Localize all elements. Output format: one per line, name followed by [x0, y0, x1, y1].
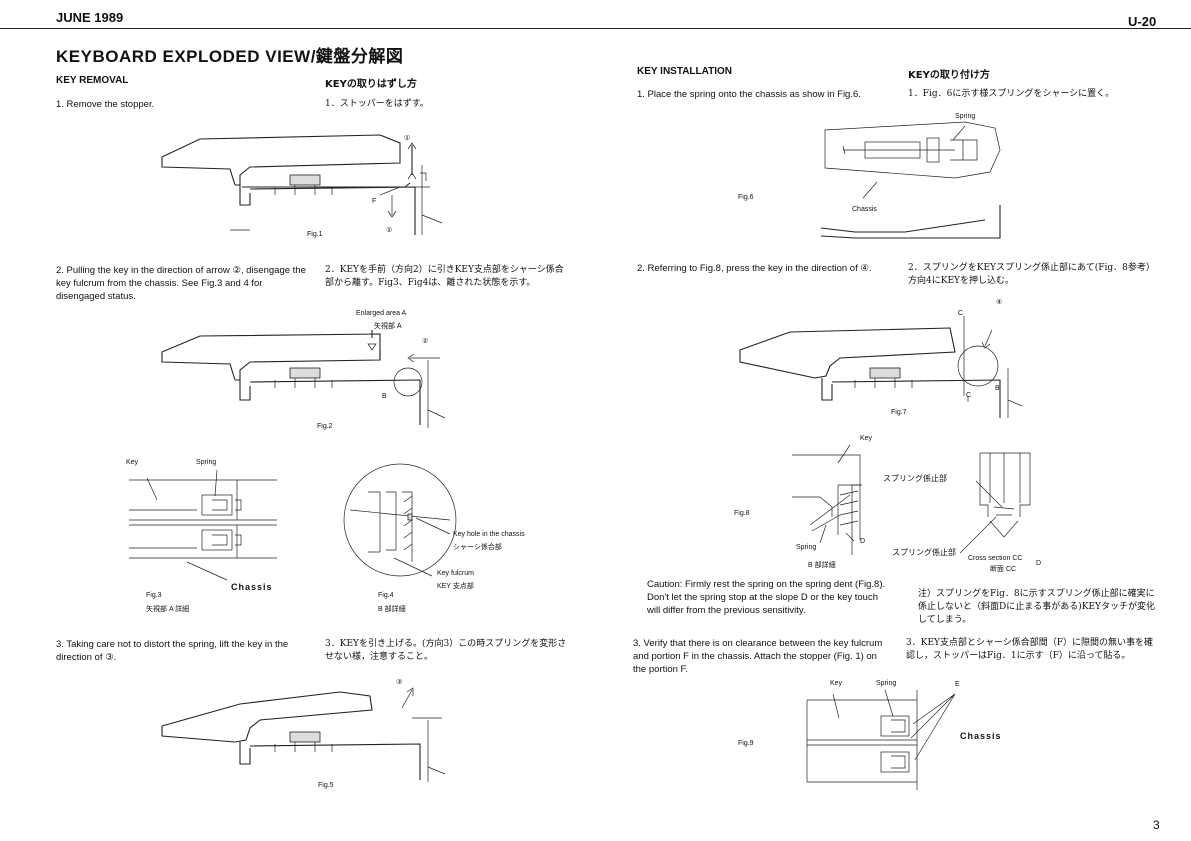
- install-step1-jp: 1．Fig．6に示す様スプリングをシャーシに置く。: [908, 89, 1115, 99]
- header-date: JUNE 1989: [56, 10, 124, 25]
- fig7-label-C1: C: [958, 310, 964, 317]
- fig7-caption: Fig.7: [891, 409, 907, 416]
- fig8-sub: B 部詳細: [808, 562, 836, 569]
- removal-step2-jp: 2．KEYを手前（方向2）に引きKEY支点部をシャーシ係合部から離す。Fig3、…: [325, 265, 564, 288]
- fig1-label-1a: ①: [404, 135, 411, 142]
- fig6-spring-label: Spring: [955, 113, 976, 120]
- fig1-caption: Fig.1: [307, 231, 323, 238]
- header-page-code: U-20: [1128, 14, 1157, 29]
- install-step2: 2. Referring to Fig.8, press the key in …: [637, 263, 872, 274]
- install-step1: 1. Place the spring onto the chassis as …: [637, 89, 861, 100]
- key-installation-heading-jp: KEYの取り付け方: [908, 70, 990, 81]
- key-installation-heading: KEY INSTALLATION: [637, 66, 732, 77]
- removal-step2: 2. Pulling the key in the direction of a…: [56, 265, 306, 302]
- fig2-enlarged: Enlarged area A: [356, 310, 407, 317]
- fig8-key-label: Key: [860, 435, 873, 442]
- fig7-arrow-label: ④: [996, 299, 1003, 306]
- fig6-drawing: [820, 121, 1001, 239]
- fig2-caption: Fig.2: [317, 423, 333, 430]
- fig9-drawing: [806, 689, 956, 790]
- fig8-caption: Fig.8: [734, 510, 750, 517]
- fig3-sub: 矢視部 A 詳細: [146, 606, 190, 613]
- fig3-key-label: Key: [126, 459, 139, 466]
- page-title: KEYBOARD EXPLODED VIEW/鍵盤分解図: [56, 47, 404, 66]
- fig9-caption: Fig.9: [738, 740, 754, 747]
- fig2-arrow-label: ②: [422, 338, 429, 345]
- fig6-chassis-label: Chassis: [852, 206, 877, 213]
- key-removal-heading-jp: KEYの取りはずし方: [325, 79, 417, 90]
- fig8-stop-jp1: スプリング係止部: [883, 474, 947, 483]
- fig2-enlarged-jp: 矢視部 A: [374, 323, 402, 330]
- fig4-fulcrum-jp: KEY 支点部: [437, 583, 474, 590]
- fig8-cross: Cross section CC: [968, 555, 1023, 562]
- fig8-stop-jp2: スプリング係止部: [892, 548, 956, 557]
- fig2-drawing: [161, 330, 446, 428]
- fig5-caption: Fig.5: [318, 782, 334, 789]
- fig4-drawing: [343, 463, 457, 577]
- fig8-spring-label: Spring: [796, 544, 817, 551]
- fig1-drawing: [161, 134, 443, 235]
- page-number: 3: [1153, 818, 1160, 832]
- fig4-keyhole-jp: シャーシ係合部: [453, 544, 502, 551]
- fig2-label-B: B: [382, 393, 387, 400]
- key-removal-heading: KEY REMOVAL: [56, 75, 129, 86]
- fig8-D2: D: [1036, 560, 1042, 567]
- fig9-E-label: E: [955, 681, 960, 688]
- removal-step1-jp: 1．ストッパーをはずす。: [325, 99, 429, 109]
- fig6-caption: Fig.6: [738, 194, 754, 201]
- fig1-label-F: F: [372, 198, 377, 205]
- caution-text-jp: 注）スプリングをFig．8に示すスプリング係止部に確実に係止しないと（斜面Dに止…: [918, 589, 1155, 625]
- header-rule: [0, 28, 1191, 29]
- fig3-drawing: [129, 469, 277, 581]
- removal-step3: 3. Taking care not to distort the spring…: [56, 639, 289, 663]
- fig5-arrow-label: ③: [396, 679, 403, 686]
- fig4-sub: B 部詳細: [378, 606, 406, 613]
- fig9-key-label: Key: [830, 680, 843, 687]
- fig8-cross-jp: 断面 CC: [990, 566, 1017, 573]
- install-step2-jp: 2．スプリングをKEYスプリング係止部にあて(Fig．8参考）方向4にKEYを押…: [908, 263, 1155, 286]
- fig7-drawing: [739, 316, 1023, 418]
- fig4-keyhole: Key hole in the chassis: [453, 531, 525, 538]
- fig7-label-B: B: [995, 385, 1000, 392]
- fig1-label-1b: ①: [386, 227, 393, 234]
- removal-step1: 1. Remove the stopper.: [56, 99, 155, 110]
- caution-text: Caution: Firmly rest the spring on the s…: [647, 579, 886, 616]
- fig8-D1: D: [860, 538, 866, 545]
- fig9-chassis-label: Chassis: [960, 731, 1002, 741]
- fig3-chassis-label: Chassis: [231, 582, 273, 592]
- fig3-spring-label: Spring: [196, 459, 217, 466]
- fig8-drawing: [792, 444, 1031, 555]
- fig9-spring-label: Spring: [876, 680, 897, 687]
- install-step3: 3. Verify that there is on clearance bet…: [633, 638, 883, 675]
- fig7-label-C2: C: [966, 392, 972, 399]
- fig4-fulcrum: Key fulcrum: [437, 570, 474, 577]
- fig3-caption: Fig.3: [146, 592, 162, 599]
- removal-step3-jp: 3．KEYを引き上げる。(方向3）この時スプリングを変形させない様，注意すること…: [325, 639, 567, 662]
- fig4-caption: Fig.4: [378, 592, 394, 599]
- fig5-drawing: [161, 687, 446, 782]
- install-step3-jp: 3．KEY支点部とシャーシ係合部間（F）に隙間の無い事を確認し，ストッパーはFi…: [906, 638, 1154, 661]
